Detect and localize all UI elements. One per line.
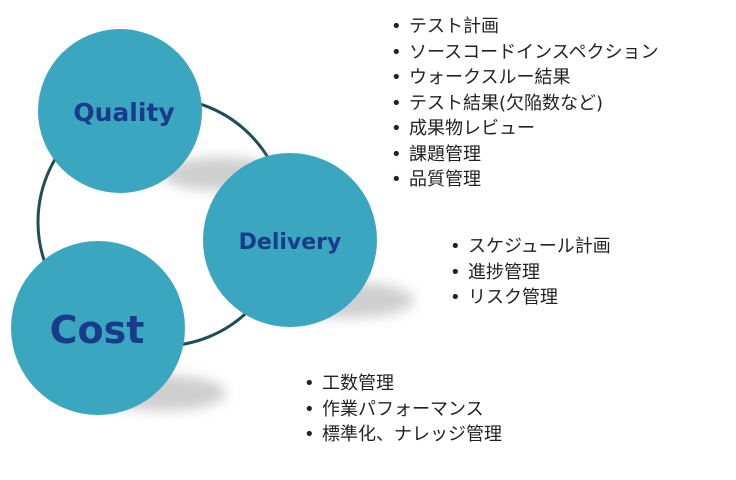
quality-item: 品質管理 [389, 167, 658, 193]
quality-item: ソースコードインスペクション [389, 40, 658, 66]
delivery-item: リスク管理 [448, 285, 611, 311]
cost-label: Cost [50, 308, 145, 352]
delivery-item-list: スケジュール計画 進捗管理 リスク管理 [448, 234, 611, 311]
delivery-item: 進捗管理 [448, 260, 611, 286]
quality-item: テスト結果(欠陥数など) [389, 91, 658, 117]
quality-item-list: テスト計画 ソースコードインスペクション ウォークスルー結果 テスト結果(欠陥数… [389, 14, 658, 193]
cost-item: 工数管理 [302, 371, 502, 397]
quality-item: ウォークスルー結果 [389, 65, 658, 91]
delivery-circle [203, 153, 377, 327]
quality-circle [38, 29, 202, 193]
quality-item: 成果物レビュー [389, 116, 658, 142]
delivery-label: Delivery [239, 230, 342, 255]
cost-item-list: 工数管理 作業パフォーマンス 標準化、ナレッジ管理 [302, 371, 502, 448]
cost-item: 作業パフォーマンス [302, 397, 502, 423]
quality-item: 課題管理 [389, 142, 658, 168]
quality-item: テスト計画 [389, 14, 658, 40]
cost-item: 標準化、ナレッジ管理 [302, 422, 502, 448]
delivery-item: スケジュール計画 [448, 234, 611, 260]
cost-circle [11, 241, 185, 415]
quality-label: Quality [73, 98, 174, 127]
